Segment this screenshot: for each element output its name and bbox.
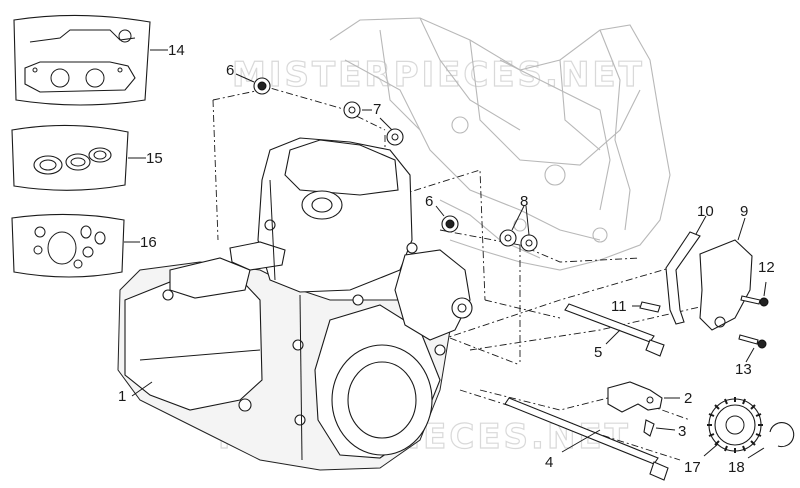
callout-8: 8 — [520, 193, 528, 210]
front-sprocket-17 — [703, 397, 763, 457]
washer-7 — [343, 101, 404, 146]
bolt-5 — [564, 303, 665, 357]
assembly-lines — [212, 87, 731, 461]
callout-18: 18 — [728, 459, 745, 476]
callout-6a: 6 — [226, 62, 234, 79]
oil-seal-6a — [235, 73, 271, 95]
callout-5: 5 — [594, 344, 602, 361]
leader-1 — [131, 381, 153, 397]
oil-seal-6b — [435, 205, 459, 233]
watermark-top: MISTERPIECES.NET — [232, 55, 645, 95]
callout-9: 9 — [740, 203, 748, 220]
callout-3: 3 — [678, 423, 686, 440]
callout-4: 4 — [545, 454, 553, 471]
circlip-18 — [747, 422, 795, 459]
callout-17: 17 — [684, 459, 701, 476]
bolt-13 — [738, 334, 767, 363]
callout-1: 1 — [118, 388, 126, 405]
frame-outline — [329, 17, 671, 271]
bracket-10 — [665, 215, 707, 325]
callout-labels: 1 2 3 4 5 6 6 7 8 9 10 11 12 13 14 15 16… — [118, 42, 775, 476]
callout-2: 2 — [684, 390, 692, 407]
callout-15: 15 — [146, 150, 163, 167]
callout-6b: 6 — [425, 193, 433, 210]
callout-13: 13 — [735, 361, 752, 378]
callout-7: 7 — [373, 101, 381, 118]
callout-14: 14 — [168, 42, 185, 59]
oring-kit-bag-16 — [11, 213, 140, 278]
washer-8 — [499, 205, 538, 252]
dowel-pin-11 — [632, 301, 661, 313]
callout-16: 16 — [140, 234, 157, 251]
callout-12: 12 — [758, 259, 775, 276]
engine-assembly — [117, 137, 473, 471]
screw-3 — [643, 419, 676, 437]
selector-lever-2 — [607, 381, 680, 413]
gasket-kit-bag-14 — [13, 14, 168, 106]
callout-10: 10 — [697, 203, 714, 220]
bolt-4 — [504, 397, 669, 481]
bolt-12 — [740, 281, 769, 307]
seal-kit-bag-15 — [11, 124, 146, 191]
sprocket-cover-9 — [699, 217, 753, 331]
callout-11: 11 — [611, 298, 627, 315]
